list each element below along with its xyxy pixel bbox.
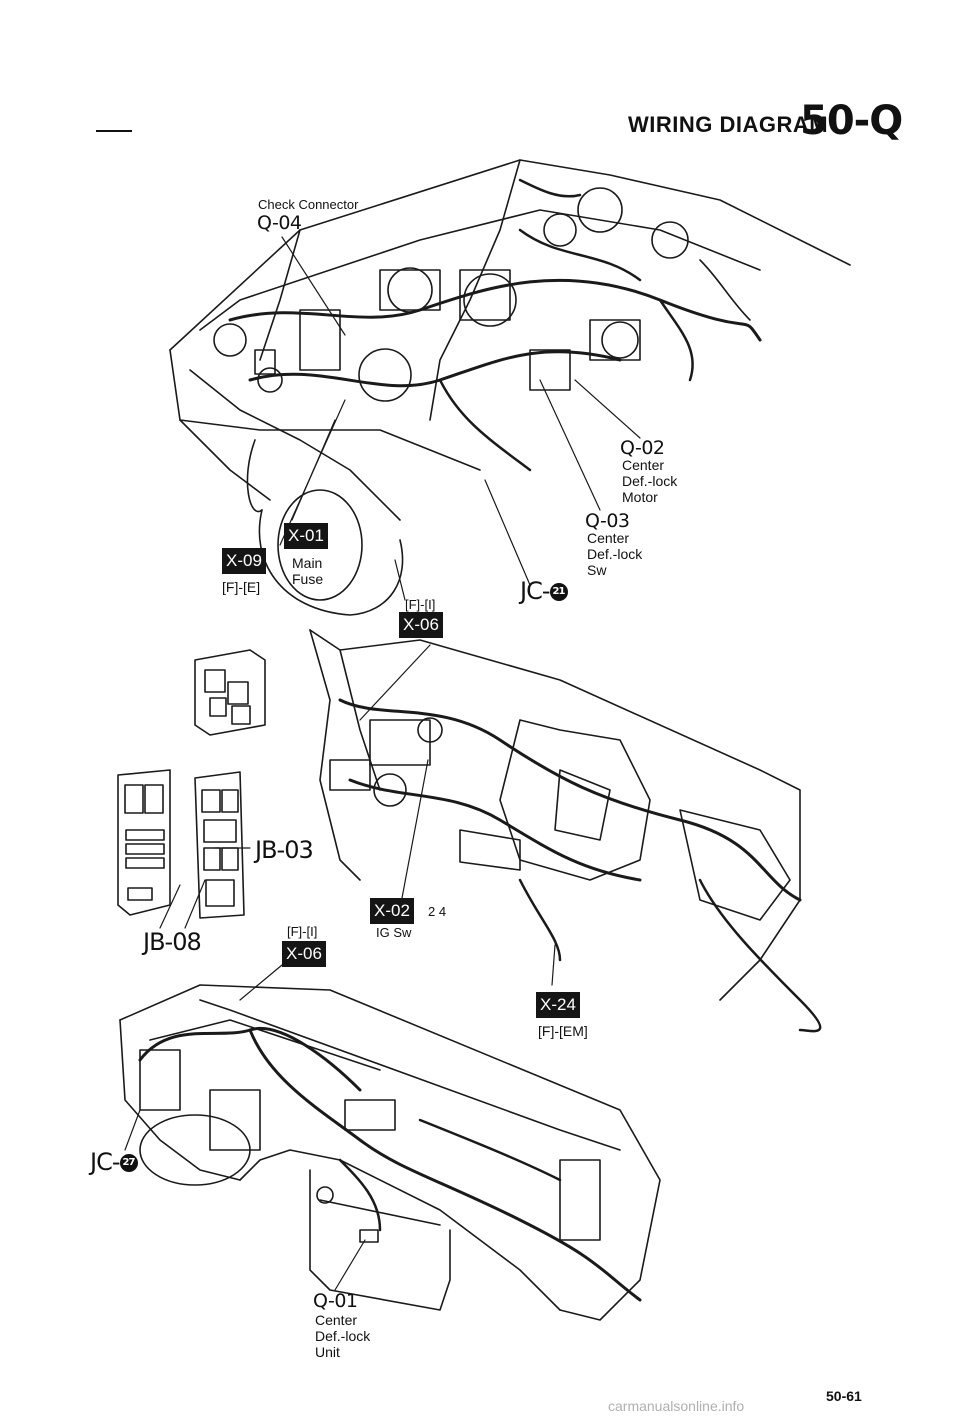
x06-mid-tag: X-06 <box>282 941 326 967</box>
watermark: carmanualsonline.info <box>608 1398 745 1414</box>
jc27-prefix: JC- <box>90 1148 120 1176</box>
q03-line1: Center <box>587 530 630 546</box>
q03-code: Q-03 <box>585 510 630 532</box>
q01-line3: Unit <box>315 1344 340 1360</box>
engine-bay-drawing <box>169 159 851 616</box>
q04-caption: Check Connector <box>258 197 359 212</box>
q01-line1: Center <box>315 1312 358 1328</box>
jc27-number: 27 <box>119 1154 138 1172</box>
dashboard-drawing <box>119 984 661 1321</box>
x09-ref: [F]-[E] <box>222 579 261 595</box>
leader-lines-top <box>279 236 641 601</box>
q04-code: Q-04 <box>257 212 302 234</box>
q01-line2: Def.-lock <box>315 1328 371 1344</box>
jc21-prefix: JC- <box>520 577 550 605</box>
x24-tag: X-24 <box>536 992 580 1018</box>
x02-tag: X-02 <box>370 898 414 924</box>
section-code: 50-Q <box>800 98 903 144</box>
x01-line2: Fuse <box>292 571 324 587</box>
x06-mid-ref: [F]-[I] <box>287 924 318 939</box>
jb03-label: JB-03 <box>255 836 314 864</box>
x06-top-tag: X-06 <box>399 612 443 638</box>
q03-line3: Sw <box>587 562 607 578</box>
firewall-drawing <box>309 629 822 1033</box>
page-title: WIRING DIAGRAM <box>628 112 829 137</box>
header-rule <box>96 130 132 132</box>
junction-blocks-drawing <box>117 649 266 929</box>
x02-desc: IG Sw <box>376 925 412 940</box>
x01-tag: X-01 <box>284 523 328 549</box>
jc21-number: 21 <box>549 583 568 601</box>
x01-line1: Main <box>292 555 323 571</box>
q01-code: Q-01 <box>313 1290 358 1312</box>
q03-line2: Def.-lock <box>587 546 643 562</box>
x09-tag: X-09 <box>222 548 266 574</box>
x06-top-ref: [F]-[I] <box>405 597 436 612</box>
jc21-label: JC-21 <box>520 577 568 605</box>
x24-ref: [F]-[EM] <box>538 1023 588 1039</box>
q02-line2: Def.-lock <box>622 473 678 489</box>
jc27-label: JC-27 <box>90 1148 138 1176</box>
q02-line3: Motor <box>622 489 658 505</box>
jb08-label: JB-08 <box>143 928 202 956</box>
q02-code: Q-02 <box>620 437 665 459</box>
q02-line1: Center <box>622 457 665 473</box>
x02-pins: 2 4 <box>428 904 447 919</box>
page-number: 50-61 <box>826 1388 862 1404</box>
